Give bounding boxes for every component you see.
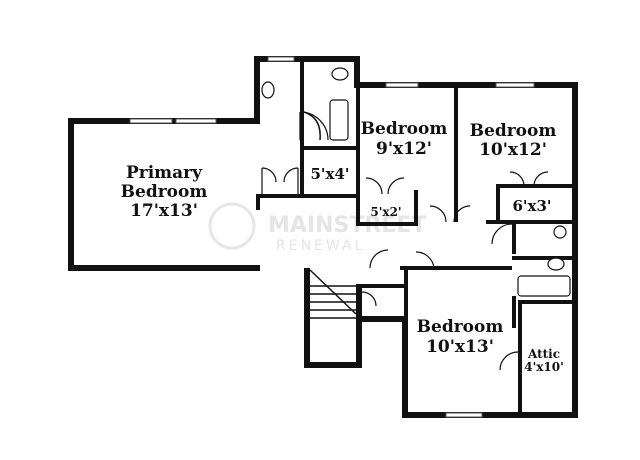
bath-fixtures — [261, 67, 571, 297]
closet-5x2-dims: 5'x2' — [370, 205, 401, 219]
room-labels: Primary Bedroom 17'x13' Bedroom 9'x12' B… — [121, 119, 564, 374]
bedroom-b-dims: 10'x12' — [479, 140, 547, 160]
window — [175, 118, 217, 124]
door-swing — [299, 111, 329, 141]
door-swing — [283, 167, 299, 194]
closet-5x4-dims: 5'x4' — [310, 165, 349, 183]
bedroom-a-label: Bedroom — [361, 119, 448, 139]
toilet-icon — [331, 67, 349, 81]
attic-dims: 4'x10' — [524, 360, 564, 374]
door-swing — [369, 249, 389, 269]
door-swing — [415, 251, 435, 269]
window — [129, 118, 173, 124]
door-swing — [261, 167, 277, 194]
watermark-line2: RENEWAL — [276, 238, 365, 254]
door-swing — [453, 205, 471, 223]
primary-bedroom-dims: 17'x13' — [130, 201, 198, 221]
door-swing — [429, 205, 447, 223]
door-swing — [491, 223, 513, 245]
watermark-logo-icon — [208, 202, 256, 250]
toilet-icon — [547, 257, 565, 271]
windows — [129, 56, 535, 418]
door-swing — [509, 171, 525, 187]
door-swing — [533, 171, 549, 187]
bedroom-c-dims: 10'x13' — [426, 337, 494, 357]
primary-bedroom-label: Primary — [126, 163, 203, 183]
window — [495, 82, 535, 88]
door-swing — [365, 177, 383, 195]
door-swing — [387, 177, 405, 195]
bedroom-b-label: Bedroom — [470, 121, 557, 141]
bedroom-a-dims: 9'x12' — [376, 139, 432, 159]
window — [445, 412, 483, 418]
bedroom-c-label: Bedroom — [417, 317, 504, 337]
window — [385, 82, 419, 88]
interior-walls — [256, 62, 572, 412]
staircase — [309, 269, 357, 319]
primary-bedroom-label: Bedroom — [121, 182, 208, 202]
door-swing — [499, 351, 519, 371]
sink-icon — [553, 225, 567, 239]
bathtub-icon — [329, 99, 349, 141]
attic-label: Attic — [527, 347, 560, 361]
window — [267, 56, 295, 62]
door-swing — [361, 291, 377, 307]
doors — [261, 111, 549, 371]
bathtub-icon — [517, 275, 571, 297]
sink-icon — [261, 81, 275, 99]
closet-6x3-dims: 6'x3' — [512, 197, 551, 215]
